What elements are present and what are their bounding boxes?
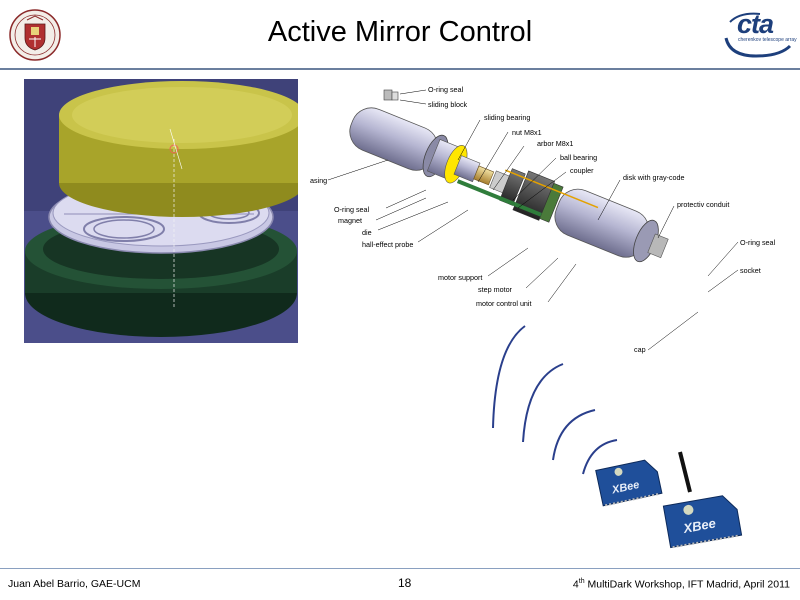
footer-event-prefix: 4 [572,578,579,591]
slide-title: Active Mirror Control [267,16,533,48]
page-number: 18 [398,576,412,590]
label-hall-probe: hall-effect probe [362,240,413,249]
actuator-exploded-diagram: O-ring seal sliding block sliding bearin… [310,85,776,354]
label-oring-seal-right: O-ring seal [740,238,776,247]
label-protective-conduit: protectiv conduit [677,200,729,209]
label-coupler: coupler [570,166,594,175]
label-arbor: arbor M8x1 [537,139,573,148]
xbee-label-1: XBee [610,479,640,497]
label-oring-seal-top: O-ring seal [428,85,464,94]
label-housing: asing [310,176,327,185]
footer-event-sup: th [578,578,585,585]
xbee-label-2: XBee [681,515,717,536]
label-magnet: magnet [338,216,362,225]
label-ball-bearing: ball bearing [560,153,597,162]
label-nut: nut M8x1 [512,128,542,137]
title-divider [0,68,800,70]
wireless-signal-icon [492,325,618,475]
label-socket: socket [740,266,761,275]
footer-event: 4th MultiDark Workshop, IFT Madrid, Apri… [573,578,790,591]
mirror-cad-render [24,79,298,343]
label-oring-seal-left: O-ring seal [334,205,370,214]
cta-logo [724,12,792,58]
label-motor-support: motor support [438,273,482,282]
cta-logo-subtitle: cherenkov telescope array [738,37,797,43]
label-cap: cap [634,345,646,354]
label-sliding-bearing: sliding bearing [484,113,530,122]
label-disk-gray-code: disk with gray-code [623,173,685,182]
label-motor-control-unit: motor control unit [476,299,532,308]
university-crest-logo [9,9,61,61]
label-die: die [362,228,372,237]
xbee-modules-image: XBee XBee [595,451,743,549]
footer-divider [0,568,800,569]
cta-logo-text: cta [737,9,774,39]
label-sliding-block: sliding block [428,100,468,109]
footer-author: Juan Abel Barrio, GAE-UCM [8,578,141,590]
footer-event-rest: MultiDark Workshop, IFT Madrid, April 20… [584,578,791,591]
label-step-motor: step motor [478,285,513,294]
